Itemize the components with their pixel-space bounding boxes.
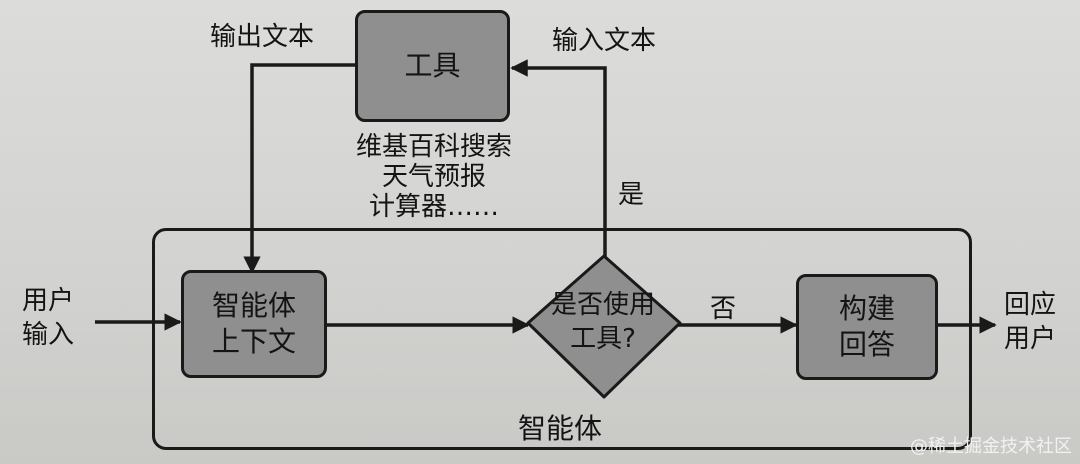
input-text-label: 输入文本 — [552, 26, 657, 56]
decision-diamond — [526, 254, 682, 399]
no-label: 否 — [710, 294, 737, 324]
tool-example-1: 维基百科搜索 — [355, 132, 513, 162]
reply-user-label-1: 回应 — [1004, 290, 1057, 320]
reply-user-label-2: 用户 — [1004, 324, 1057, 354]
input-text-arrow — [510, 59, 607, 260]
tool-example-3: 计算器…… — [368, 192, 500, 222]
agent-context-box: 智能体 上下文 — [181, 270, 327, 378]
user-input-label-1: 用户 — [22, 286, 75, 316]
tool-box: 工具 — [355, 10, 510, 122]
build-answer-box: 构建 回答 — [796, 274, 938, 380]
watermark: @稀土掘金技术社区 — [910, 436, 1072, 457]
decision-line-2: 工具? — [570, 324, 636, 354]
tool-example-2: 天气预报 — [381, 162, 487, 192]
decision-text: 是否使用 工具? — [551, 288, 655, 356]
agent-context-line-2: 上下文 — [211, 325, 296, 358]
tool-box-label: 工具 — [404, 49, 461, 82]
decision-line-1: 是否使用 — [550, 290, 656, 320]
yes-label: 是 — [618, 180, 645, 210]
output-text-label: 输出文本 — [210, 22, 315, 52]
user-input-label-2: 输入 — [22, 320, 75, 350]
build-answer-line-1: 构建 — [838, 292, 895, 325]
agent-container — [152, 228, 972, 450]
agent-context-line-1: 智能体 — [211, 289, 296, 322]
agent-label: 智能体 — [517, 412, 603, 445]
output-text-arrow — [243, 63, 357, 274]
build-answer-line-2: 回答 — [838, 328, 895, 361]
